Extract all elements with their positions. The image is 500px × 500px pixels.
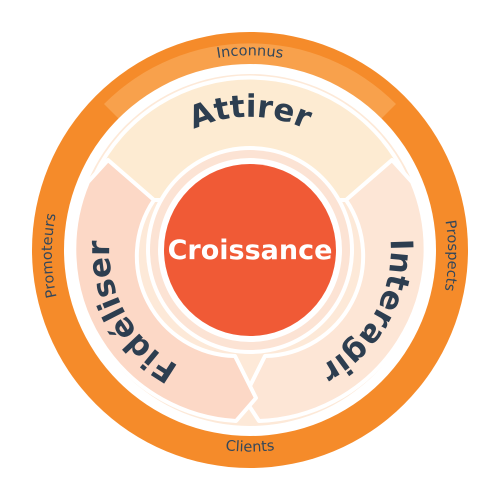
outer-ring-accent bbox=[104, 43, 396, 120]
segment-fideliser bbox=[72, 158, 258, 423]
center-label: Croissance bbox=[168, 235, 333, 266]
audience-label-clients: Clients bbox=[225, 438, 275, 455]
audience-label-inconnus: Inconnus bbox=[216, 43, 285, 62]
center-circle bbox=[164, 164, 336, 336]
audience-label-promoteurs: Promoteurs bbox=[40, 212, 61, 299]
segment-interagir bbox=[242, 158, 428, 423]
audience-label-prospects: Prospects bbox=[441, 219, 460, 292]
